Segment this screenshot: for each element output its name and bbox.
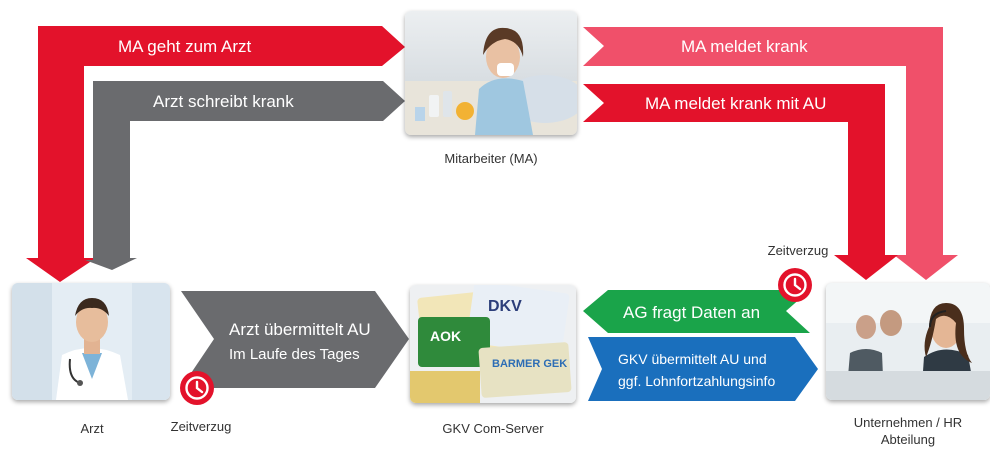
clock-icon xyxy=(778,268,812,302)
caption-gkv-com-server: GKV Com-Server xyxy=(442,421,544,436)
gkv-card-dkv: DKV xyxy=(488,298,522,315)
label-arzt-uebermittelt-line2: Im Laufe des Tages xyxy=(229,346,360,363)
label-gkv-uebermittelt-line2: ggf. Lohnfortzahlungsinfo xyxy=(618,373,775,389)
label-ma-geht-zum-arzt: MA geht zum Arzt xyxy=(118,37,251,56)
arrow-ma-meldet-krank xyxy=(583,27,958,280)
caption-arzt: Arzt xyxy=(80,421,104,436)
gkv-card-barmer: BARMER GEK xyxy=(492,358,567,370)
caption-mitarbeiter: Mitarbeiter (MA) xyxy=(444,151,538,166)
arrow-ma-meldet-krank-mit-au xyxy=(583,84,898,280)
caption-unternehmen-line2: Abteilung xyxy=(880,432,936,447)
label-arzt-schreibt-krank: Arzt schreibt krank xyxy=(153,92,294,111)
gkv-server-photo: DKV AOK BARMER GEK xyxy=(410,285,576,403)
zeitverzug-label-right: Zeitverzug xyxy=(767,243,829,258)
clock-icon xyxy=(180,371,214,405)
caption-unternehmen-line1: Unternehmen / HR xyxy=(853,415,963,430)
gkv-card-aok: AOK xyxy=(430,328,461,344)
label-gkv-uebermittelt-line1: GKV übermittelt AU und xyxy=(618,351,767,367)
arrow-arzt-schreibt-krank xyxy=(85,81,405,270)
zeitverzug-label-left: Zeitverzug xyxy=(170,419,232,434)
caption-unternehmen-hr: Unternehmen / HR Abteilung xyxy=(826,414,990,448)
arrow-arzt-uebermittelt-au xyxy=(181,291,409,388)
label-ma-meldet-krank: MA meldet krank xyxy=(681,37,808,56)
arrow-ag-fragt-daten-an xyxy=(583,290,810,333)
label-ag-fragt-daten-an: AG fragt Daten an xyxy=(623,303,760,322)
hr-photo xyxy=(826,283,990,400)
arrow-gkv-uebermittelt-au xyxy=(588,337,818,401)
arzt-photo xyxy=(12,283,170,400)
label-arzt-uebermittelt-line1: Arzt übermittelt AU xyxy=(229,320,371,339)
label-ma-meldet-krank-mit-au: MA meldet krank mit AU xyxy=(645,94,826,113)
mitarbeiter-photo xyxy=(405,11,577,135)
arrow-ma-geht-zum-arzt xyxy=(26,26,405,282)
